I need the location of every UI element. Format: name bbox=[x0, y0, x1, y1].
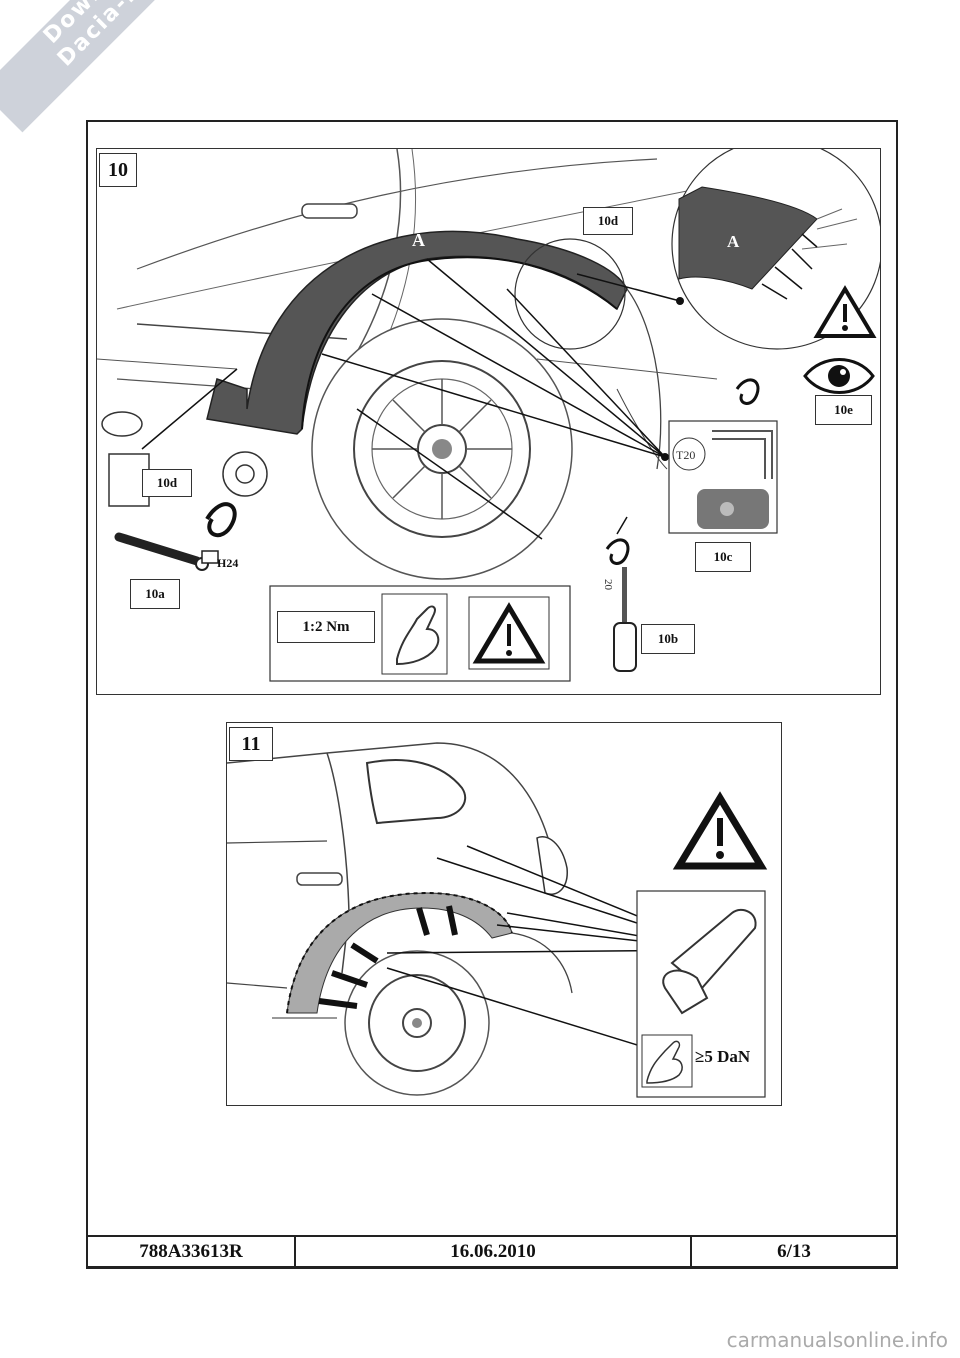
detail-inset: A bbox=[671, 149, 880, 350]
tag-10d-top: 10d bbox=[583, 207, 633, 235]
step-10-panel: A A bbox=[96, 148, 881, 695]
footer-reference: 788A33613R bbox=[88, 1237, 296, 1267]
watermark-line-2: Dacia-Forum.co.uk bbox=[0, 0, 314, 127]
step-10-number: 10 bbox=[99, 153, 137, 187]
strength-icon-step11 bbox=[646, 1040, 683, 1084]
bit-label-t20: T20 bbox=[676, 448, 695, 462]
warning-icon-small bbox=[813, 285, 877, 338]
warning-icon-step11 bbox=[672, 791, 768, 870]
step-11-illustration bbox=[227, 742, 768, 1098]
tag-10c: 10c bbox=[695, 542, 751, 572]
strength-icon bbox=[396, 605, 440, 666]
part-label-a: A bbox=[412, 230, 425, 250]
tag-10a: 10a bbox=[130, 579, 180, 609]
site-watermark: carmanualsonline.info bbox=[726, 1328, 948, 1352]
step-10-illustration: A A bbox=[97, 149, 880, 682]
tag-10b: 10b bbox=[641, 624, 695, 654]
detail-part-label-a: A bbox=[727, 232, 740, 251]
eye-icon bbox=[803, 358, 875, 394]
footer-table: 788A33613R 16.06.2010 6/13 bbox=[86, 1235, 898, 1269]
torque-value: 1:2 Nm bbox=[277, 611, 375, 643]
footer-page: 6/13 bbox=[777, 1241, 811, 1262]
watermark-banner: Downloaded From Dacia-Forum.co.uk bbox=[0, 0, 320, 133]
tag-10e: 10e bbox=[815, 395, 872, 425]
footer-date: 16.06.2010 bbox=[296, 1237, 692, 1267]
bit-label-20: 20 bbox=[602, 579, 614, 591]
step-11-panel: 11 ≥5 DaN bbox=[226, 722, 782, 1106]
tag-10d-left: 10d bbox=[142, 469, 192, 497]
socket-size-label: H24 bbox=[217, 556, 238, 570]
force-value: ≥5 DaN bbox=[695, 1047, 751, 1066]
step-11-number: 11 bbox=[229, 727, 273, 761]
